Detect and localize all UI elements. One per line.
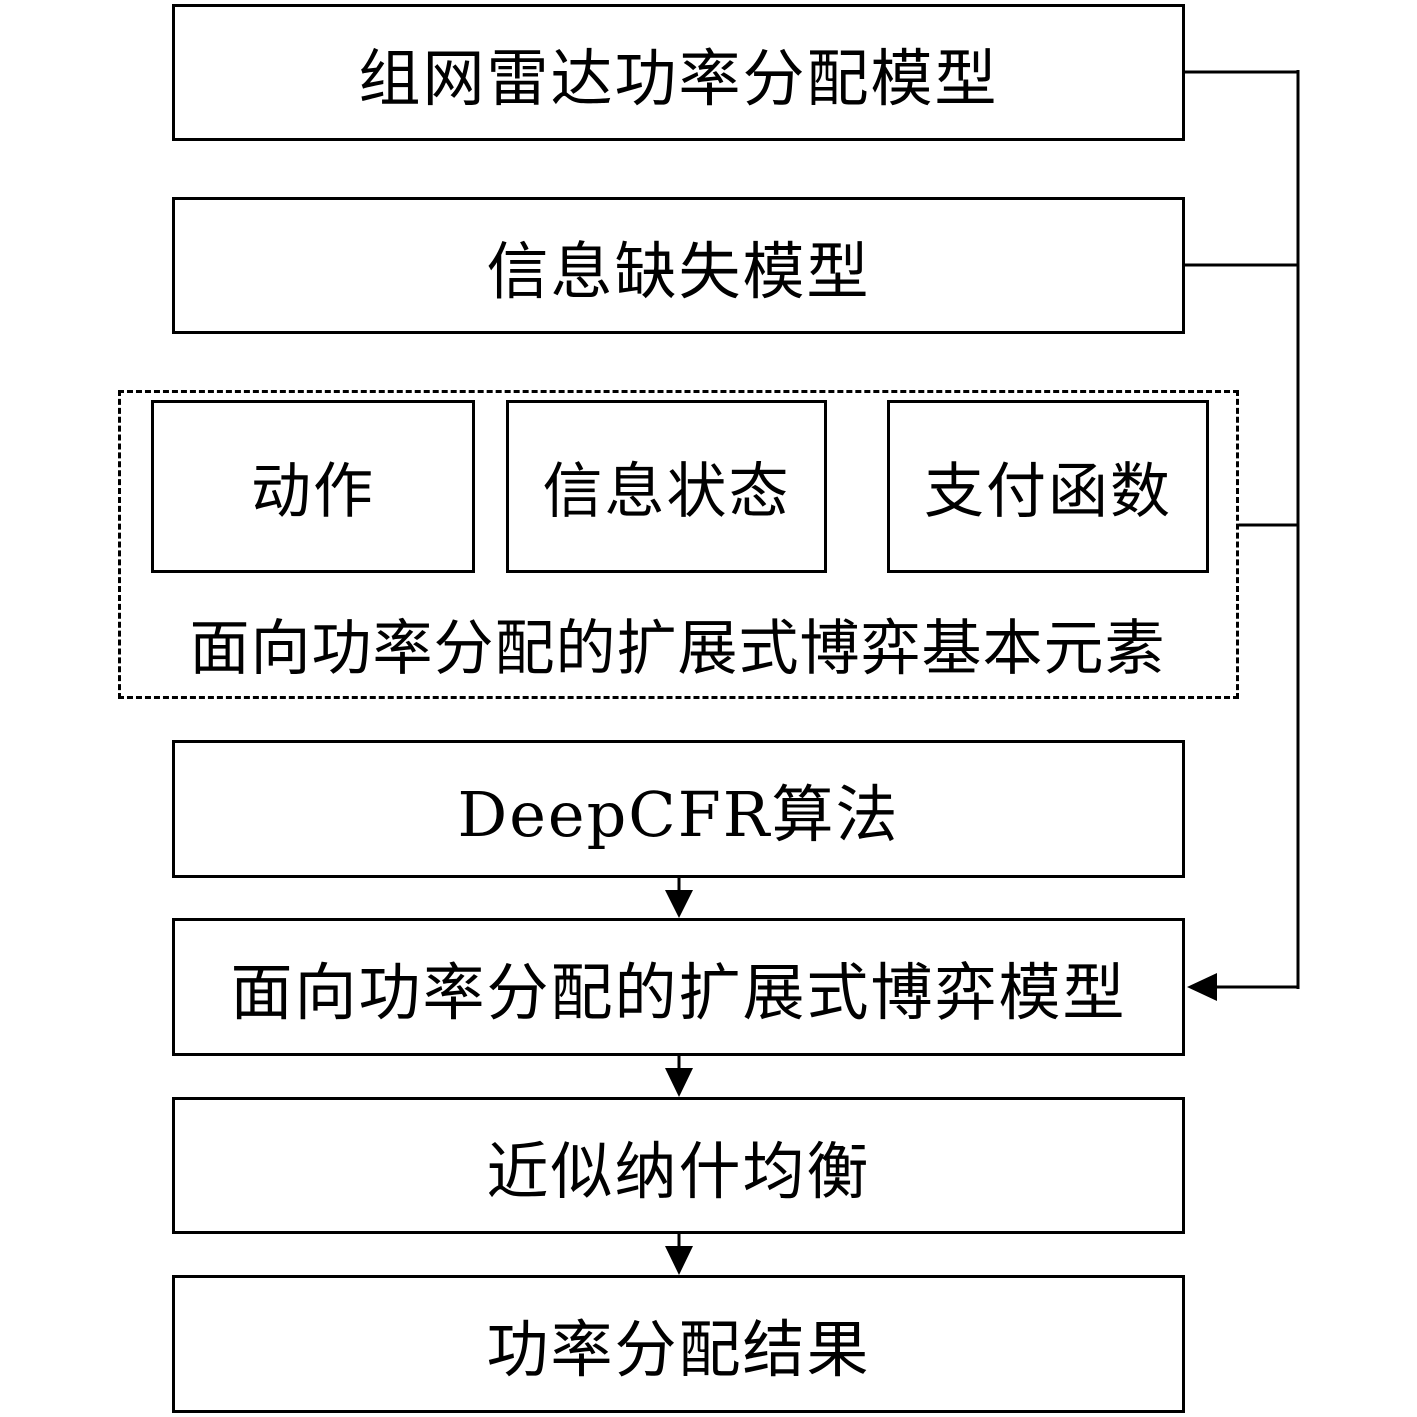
nash-equilibrium-label: 近似纳什均衡 [486,1134,871,1208]
arrowhead-down-icon [665,890,693,918]
payoff-function-box: 支付函数 [887,400,1209,573]
extensive-game-model-label: 面向功率分配的扩展式博弈模型 [230,956,1127,1029]
power-allocation-result-box: 功率分配结果 [172,1275,1185,1413]
nash-equilibrium-box: 近似纳什均衡 [172,1097,1185,1234]
power-allocation-result-label: 功率分配结果 [486,1313,871,1386]
arrowhead-down-icon [665,1246,693,1275]
radar-power-allocation-model-box: 组网雷达功率分配模型 [172,4,1185,141]
basic-elements-group-label: 面向功率分配的扩展式博弈基本元素 [189,614,1166,684]
information-missing-model-label: 信息缺失模型 [486,234,871,308]
deepcfr-algorithm-label: DeepCFR算法 [457,778,900,851]
basic-elements-group [118,390,1239,699]
action-label: 动作 [251,457,375,527]
deepcfr-algorithm-box: DeepCFR算法 [172,740,1185,878]
information-state-label: 信息状态 [542,457,791,527]
extensive-game-model-box: 面向功率分配的扩展式博弈模型 [172,918,1185,1056]
arrowhead-down-icon [665,1068,693,1097]
action-box: 动作 [151,400,475,573]
arrowhead-left-icon [1187,973,1217,1001]
radar-power-allocation-model-label: 组网雷达功率分配模型 [358,41,999,115]
information-state-box: 信息状态 [506,400,827,573]
information-missing-model-box: 信息缺失模型 [172,197,1185,334]
payoff-function-label: 支付函数 [924,457,1172,527]
